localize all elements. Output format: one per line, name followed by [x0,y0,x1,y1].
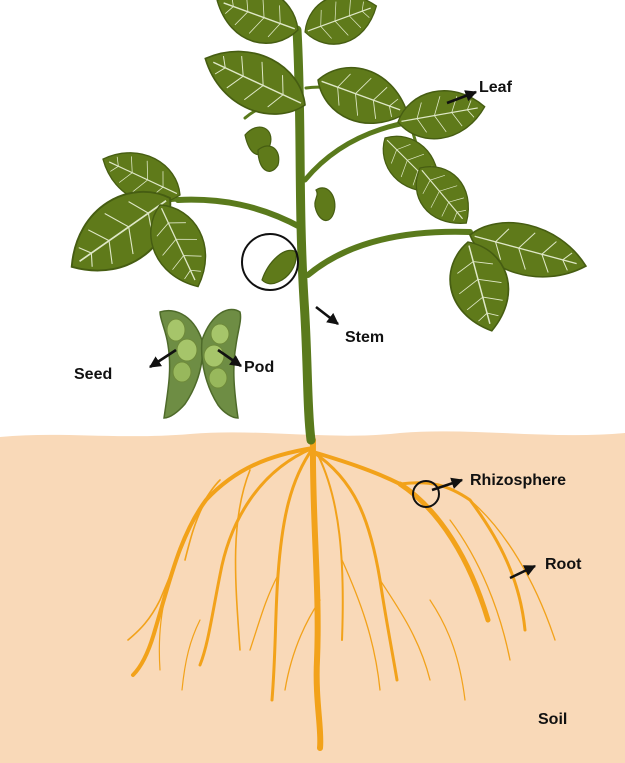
seed [177,339,197,361]
seed [204,345,224,367]
stem-arrow [316,307,338,324]
stipule [262,250,296,283]
seed [209,368,227,388]
seed [167,319,185,341]
pod [160,309,241,418]
rhizosphere-label: Rhizosphere [470,472,566,489]
seed [173,362,191,382]
leaf-label: Leaf [479,79,513,96]
leaves [53,0,592,338]
pod-label: Pod [244,359,274,376]
soil-label: Soil [538,711,567,728]
root-label: Root [545,556,582,573]
seed [211,324,229,344]
seed-label: Seed [74,366,112,383]
stem-label: Stem [345,329,384,346]
